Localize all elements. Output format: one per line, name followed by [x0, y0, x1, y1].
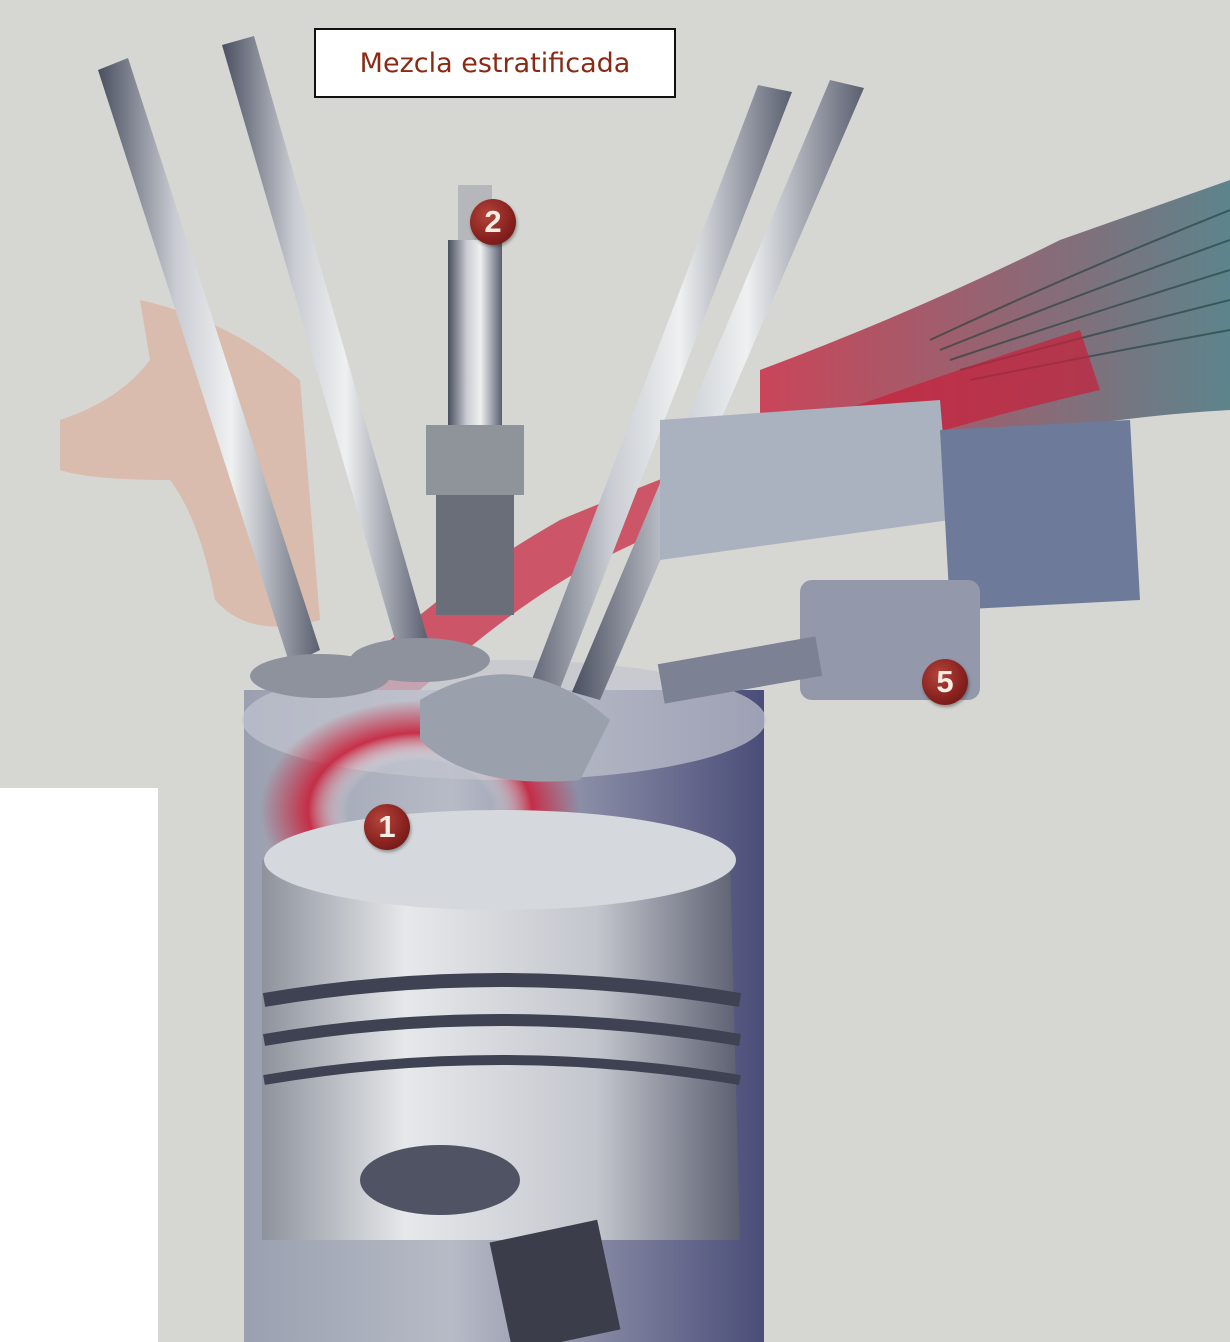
- callout-marker-2: 2: [470, 199, 516, 245]
- callout-marker-5: 5: [922, 659, 968, 705]
- callout-marker-1: 1: [364, 804, 410, 850]
- piston: [262, 810, 740, 1240]
- diagram-title: Mezcla estratificada: [314, 28, 676, 98]
